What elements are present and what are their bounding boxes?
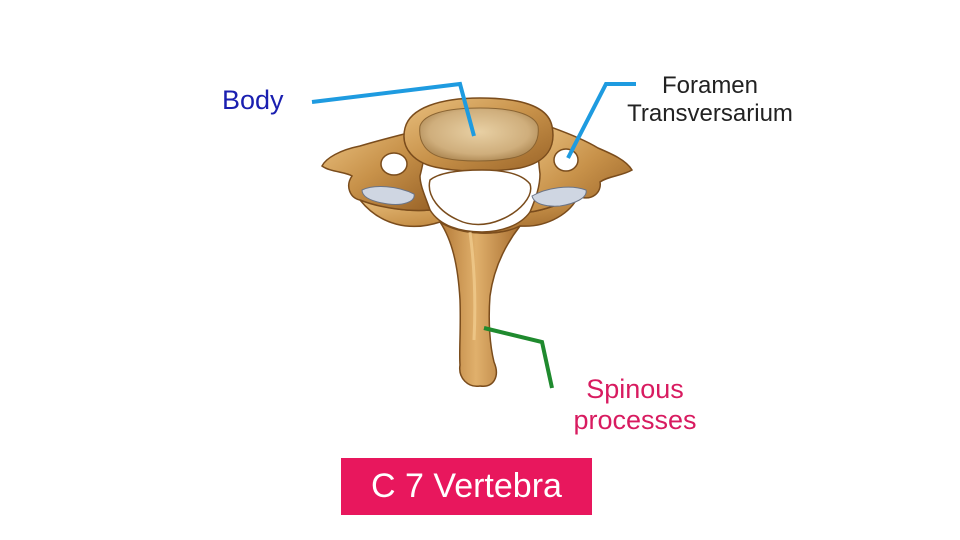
spinous-pointer-line bbox=[483, 326, 554, 389]
body-pointer-line bbox=[311, 81, 476, 137]
right-articular-facet bbox=[531, 186, 587, 207]
vertebral-body-surface bbox=[419, 107, 539, 162]
foramen-transversarium-label: Foramen Transversarium bbox=[600, 72, 820, 127]
left-foramen-transversarium bbox=[380, 152, 408, 176]
bone-highlight bbox=[468, 231, 477, 341]
right-foramen-transversarium bbox=[553, 148, 579, 172]
vertebra-illustration bbox=[321, 97, 634, 387]
foramen-label-line1: Foramen bbox=[661, 72, 759, 99]
spinous-processes-label: Spinous processes bbox=[540, 374, 730, 436]
body-label: Body bbox=[222, 85, 284, 115]
vertebra-title: C 7 Vertebra bbox=[341, 458, 592, 515]
foramen-label-line2: Transversarium bbox=[627, 99, 793, 127]
spinous-label-line2: processes bbox=[573, 405, 697, 436]
vertebral-foramen bbox=[428, 169, 532, 226]
foramen-pointer-line bbox=[566, 82, 636, 159]
left-articular-facet bbox=[361, 186, 415, 205]
spinous-process bbox=[439, 221, 521, 387]
spinous-label-line1: Spinous bbox=[586, 374, 684, 404]
